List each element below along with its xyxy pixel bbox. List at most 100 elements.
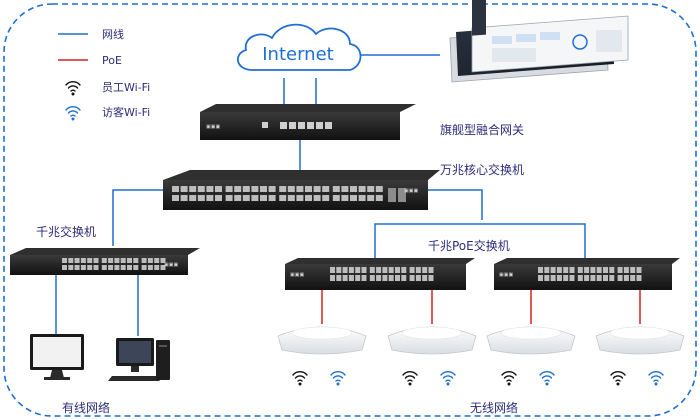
core-switch-brand-logo: ▣▣▣ xyxy=(404,188,418,194)
sfp-slot xyxy=(398,188,406,202)
ethernet-port xyxy=(313,195,321,201)
ethernet-port xyxy=(361,275,367,281)
ethernet-port xyxy=(74,265,80,270)
ethernet-port xyxy=(428,267,434,273)
wired-links xyxy=(55,54,586,336)
ethernet-port xyxy=(350,195,357,201)
ethernet-port xyxy=(623,267,629,273)
ethernet-port xyxy=(409,267,415,273)
poe-links xyxy=(321,290,641,324)
ethernet-port xyxy=(341,186,349,192)
ethernet-port xyxy=(296,195,304,201)
ethernet-port xyxy=(415,275,421,281)
poe-switch-left-front xyxy=(285,264,466,290)
ethernet-port xyxy=(422,275,428,281)
ethernet-port xyxy=(225,195,233,201)
ethernet-port xyxy=(268,195,276,201)
poe-switch-right-ports xyxy=(538,267,642,281)
ethernet-port xyxy=(332,186,340,192)
ethernet-port xyxy=(101,258,107,263)
ethernet-port xyxy=(569,267,575,273)
wireless-access-point xyxy=(595,326,685,386)
staff-wifi-icon xyxy=(292,371,308,386)
ethernet-port xyxy=(617,267,623,273)
ethernet-port xyxy=(80,265,86,270)
ethernet-port xyxy=(180,186,188,192)
poe-switch-right-top xyxy=(494,258,680,264)
ethernet-port xyxy=(376,275,382,281)
ethernet-port xyxy=(544,275,550,281)
ethernet-port xyxy=(127,265,132,270)
ethernet-port xyxy=(596,275,602,281)
legend-guest-wifi-label: 访客Wi-Fi xyxy=(102,105,150,119)
ethernet-port xyxy=(279,195,287,201)
ethernet-port xyxy=(388,275,394,281)
monitor-base xyxy=(44,377,70,380)
ethernet-port xyxy=(322,186,330,192)
ethernet-port xyxy=(93,258,99,263)
core-switch-top xyxy=(163,170,440,180)
ethernet-port xyxy=(120,258,126,263)
pc-keyboard xyxy=(108,376,160,381)
ethernet-port xyxy=(590,267,596,273)
ethernet-port xyxy=(603,275,608,281)
ethernet-port xyxy=(108,258,114,263)
cloud-shape xyxy=(237,23,362,71)
ethernet-port xyxy=(395,275,400,281)
ethernet-port xyxy=(409,275,415,281)
ethernet-port xyxy=(234,195,242,201)
ethernet-port xyxy=(114,265,120,270)
ethernet-port xyxy=(141,258,147,263)
ethernet-port xyxy=(617,275,623,281)
pc-tower-slot xyxy=(159,345,167,347)
ethernet-port xyxy=(180,195,188,201)
ethernet-port xyxy=(395,267,400,273)
access-points xyxy=(277,326,685,386)
ethernet-port xyxy=(550,267,556,273)
ethernet-port xyxy=(342,267,348,273)
sfp-slot xyxy=(388,188,396,202)
ethernet-port xyxy=(287,186,295,192)
ethernet-port xyxy=(422,267,428,273)
ethernet-port xyxy=(550,275,556,281)
legend-poe-label: PoE xyxy=(102,54,122,67)
ethernet-port xyxy=(341,195,349,201)
wireless-access-point xyxy=(387,326,477,386)
wireless-access-point xyxy=(486,326,576,386)
ethernet-port xyxy=(382,275,388,281)
ethernet-port xyxy=(355,267,361,273)
ethernet-port xyxy=(172,186,179,192)
ethernet-port xyxy=(305,195,312,201)
screen-front-sidebar xyxy=(472,0,486,36)
guest-wifi-icon xyxy=(65,106,81,121)
ethernet-port xyxy=(636,267,642,273)
ethernet-port xyxy=(358,195,366,201)
ethernet-port xyxy=(147,258,153,263)
ethernet-port xyxy=(348,267,354,273)
ethernet-port xyxy=(242,186,250,192)
gateway-brand-logo: ▣▣▣ xyxy=(206,124,220,130)
gateway-top xyxy=(200,104,416,112)
ethernet-port xyxy=(172,195,179,201)
ethernet-port xyxy=(623,275,629,281)
gateway-device: ▣▣▣ xyxy=(200,104,416,140)
ethernet-port xyxy=(401,267,407,273)
ethernet-port xyxy=(225,186,233,192)
ethernet-port xyxy=(120,265,126,270)
pc-tower xyxy=(156,340,170,380)
poe-switch-left-ports xyxy=(330,267,434,281)
ethernet-port xyxy=(189,195,197,201)
poe-switch-left: ▣▣▣ xyxy=(285,258,475,290)
cloud-label: Internet xyxy=(262,44,333,65)
ethernet-port xyxy=(563,267,569,273)
staff-wifi-icon xyxy=(501,371,517,386)
ethernet-port xyxy=(127,258,132,263)
ethernet-port xyxy=(147,265,153,270)
monitor-device xyxy=(30,334,84,380)
ethernet-port xyxy=(74,258,80,263)
ethernet-port xyxy=(68,258,74,263)
ethernet-port xyxy=(62,265,67,270)
ethernet-port xyxy=(563,275,569,281)
ethernet-port xyxy=(93,265,99,270)
ethernet-port xyxy=(367,195,375,201)
